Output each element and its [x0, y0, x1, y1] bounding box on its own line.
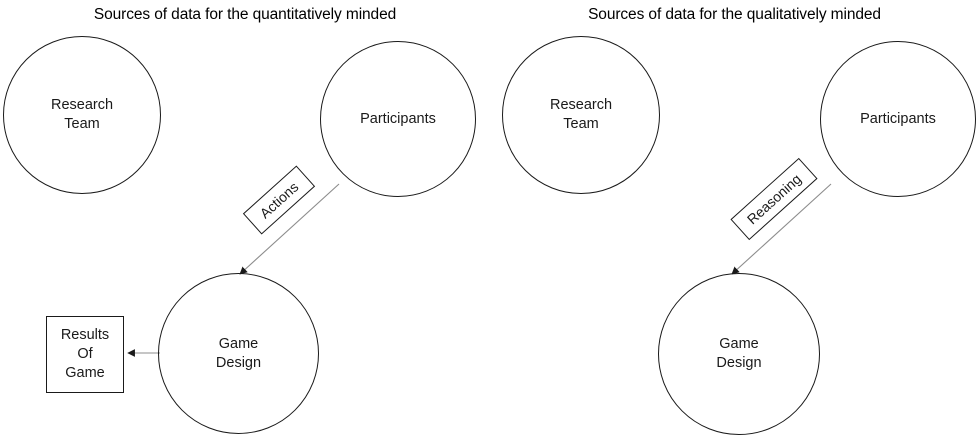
- edge-label-actions-text: Actions: [256, 178, 302, 222]
- node-participants-label: Participants: [360, 110, 436, 127]
- panel-quantitative: Sources of data for the quantitatively m…: [3, 6, 476, 434]
- node-participants[interactable]: Participants: [820, 41, 976, 197]
- panel-title-qualitative: Sources of data for the qualitatively mi…: [588, 6, 881, 23]
- node-results-of-game-label: Results Of Game: [60, 327, 110, 381]
- node-game-design[interactable]: Game Design: [658, 273, 820, 435]
- edge-label-reasoning[interactable]: Reasoning: [730, 157, 818, 241]
- node-research-team-label: Research Team: [50, 97, 114, 132]
- node-participants-label: Participants: [860, 110, 936, 127]
- panel-title-quantitative: Sources of data for the quantitatively m…: [93, 6, 397, 23]
- node-research-team[interactable]: Research Team: [502, 36, 660, 194]
- node-game-design[interactable]: Game Design: [158, 273, 319, 434]
- node-research-team-label: Research Team: [549, 97, 613, 132]
- edge-label-actions[interactable]: Actions: [242, 165, 316, 235]
- node-game-design-label: Game Design: [215, 335, 262, 371]
- node-results-of-game[interactable]: Results Of Game: [46, 316, 124, 393]
- node-game-design-label: Game Design: [716, 336, 762, 371]
- node-participants[interactable]: Participants: [320, 41, 476, 197]
- node-research-team[interactable]: Research Team: [3, 36, 161, 194]
- edge-label-reasoning-text: Reasoning: [743, 170, 805, 228]
- panel-qualitative: Sources of data for the qualitatively mi…: [490, 0, 979, 439]
